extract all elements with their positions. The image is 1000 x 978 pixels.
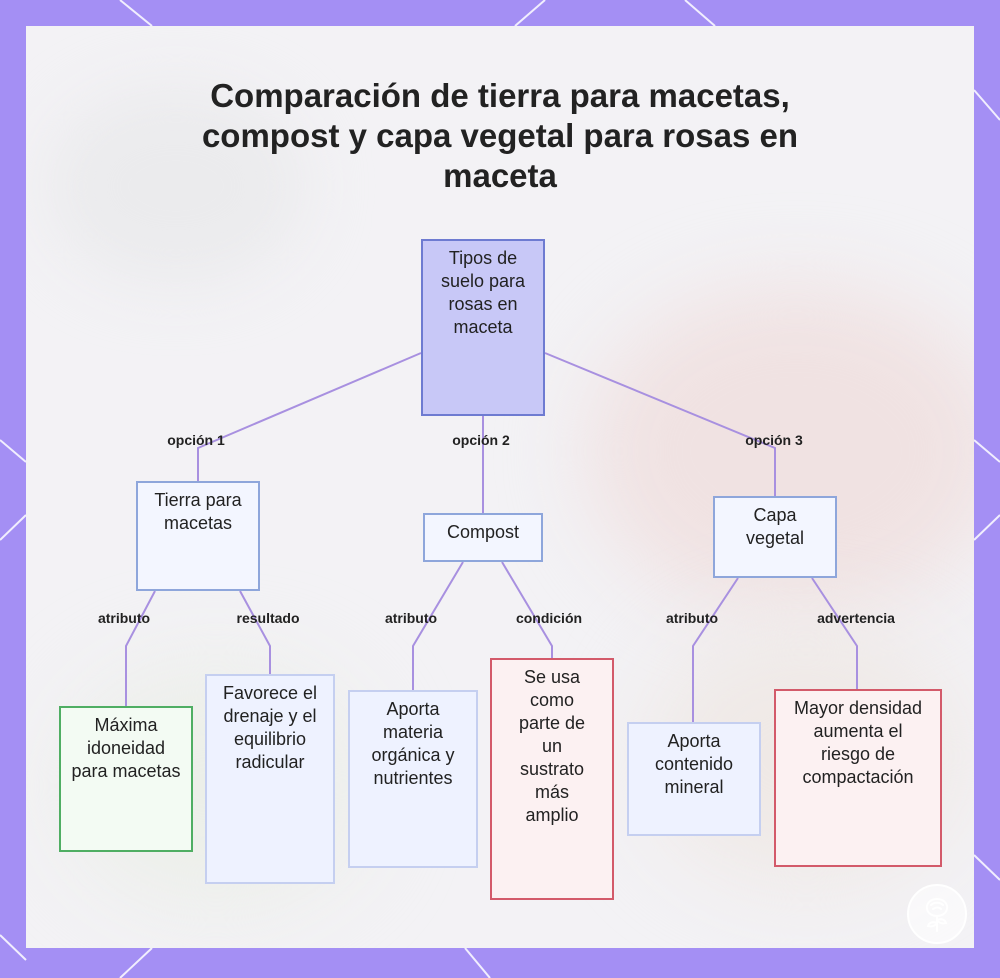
edge-label-compost-atributo: atributo bbox=[384, 610, 438, 626]
node-tierra-label: Tierra para macetas bbox=[154, 490, 242, 533]
rose-icon bbox=[907, 884, 967, 944]
node-tierra: Tierra para macetas bbox=[136, 481, 260, 591]
node-capa-label: Capa vegetal bbox=[745, 505, 805, 548]
edge-label-opcion-3: opción 3 bbox=[745, 432, 803, 448]
diagram-panel: Comparación de tierra para macetas, comp… bbox=[26, 26, 974, 948]
edge-label-opcion-1: opción 1 bbox=[167, 432, 225, 448]
node-root: Tipos de suelo para rosas en maceta bbox=[421, 239, 545, 416]
node-capa-attribute-label: Aporta contenido mineral bbox=[654, 731, 734, 797]
node-compost-condition-label: Se usa como parte de un sustrato más amp… bbox=[518, 667, 586, 825]
node-compost-label: Compost bbox=[446, 522, 520, 542]
edge-label-tierra-atributo: atributo bbox=[97, 610, 151, 626]
diagram-title: Comparación de tierra para macetas, comp… bbox=[201, 77, 799, 194]
node-capa-warning: Mayor densidad aumenta el riesgo de comp… bbox=[774, 689, 942, 867]
node-capa: Capa vegetal bbox=[713, 496, 837, 578]
edge-label-capa-advertencia: advertencia bbox=[817, 610, 895, 626]
node-tierra-result: Favorece el drenaje y el equilibrio radi… bbox=[205, 674, 335, 884]
edge-root-tierra bbox=[197, 352, 422, 481]
connector-lines bbox=[125, 352, 858, 722]
node-capa-attribute: Aporta contenido mineral bbox=[627, 722, 761, 836]
node-compost-attribute: Aporta materia orgánica y nutrientes bbox=[348, 690, 478, 868]
edge-compost-attr bbox=[412, 561, 464, 690]
edge-compost-cond bbox=[501, 561, 553, 658]
node-compost: Compost bbox=[423, 513, 543, 562]
node-tierra-attribute: Máxima idoneidad para macetas bbox=[59, 706, 193, 852]
edge-tierra-result bbox=[239, 590, 271, 674]
edge-label-compost-condicion: condición bbox=[515, 610, 583, 626]
edge-capa-warn bbox=[811, 577, 858, 689]
node-compost-attribute-label: Aporta materia orgánica y nutrientes bbox=[371, 699, 455, 788]
node-compost-condition: Se usa como parte de un sustrato más amp… bbox=[490, 658, 614, 900]
edge-label-tierra-resultado: resultado bbox=[236, 610, 300, 626]
node-tierra-attribute-label: Máxima idoneidad para macetas bbox=[71, 715, 181, 781]
node-capa-warning-label: Mayor densidad aumenta el riesgo de comp… bbox=[793, 698, 923, 787]
node-tierra-result-label: Favorece el drenaje y el equilibrio radi… bbox=[222, 683, 318, 772]
edge-label-opcion-2: opción 2 bbox=[452, 432, 510, 448]
background-blur-shape bbox=[46, 86, 306, 286]
edge-label-capa-atributo: atributo bbox=[665, 610, 719, 626]
edge-capa-attr bbox=[692, 577, 739, 722]
node-root-label: Tipos de suelo para rosas en maceta bbox=[440, 248, 526, 337]
edge-tierra-attr bbox=[125, 590, 156, 706]
edge-root-capa bbox=[544, 352, 776, 496]
